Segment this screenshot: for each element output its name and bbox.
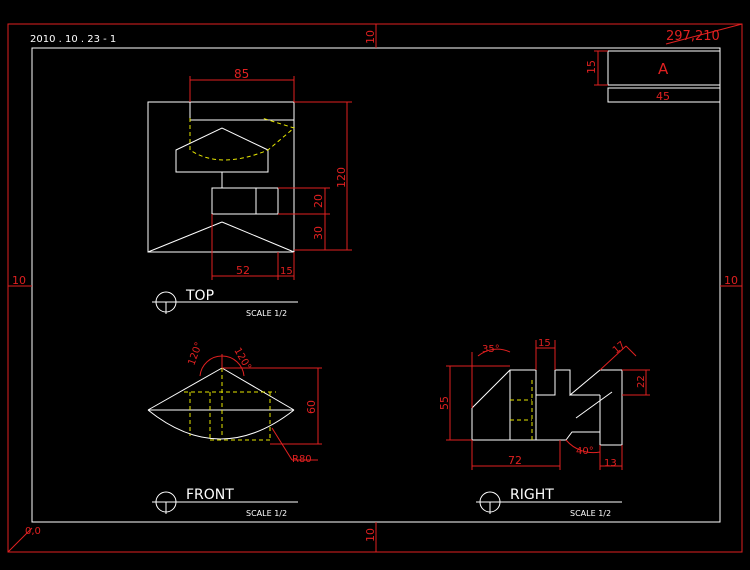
origin-label: 0,0 xyxy=(25,526,41,537)
right-view: 35° 15 17 55 22 72 xyxy=(438,338,650,518)
right-dim-40deg: 40° xyxy=(565,439,601,457)
top-view-title: TOP xyxy=(185,288,214,304)
front-angle-left: 120° xyxy=(186,341,205,367)
top-view-scale: SCALE 1/2 xyxy=(246,309,287,318)
top-dim-120: 120 xyxy=(294,101,352,251)
svg-text:13: 13 xyxy=(604,458,617,469)
top-dim-30: 30 xyxy=(312,214,326,250)
title-block-width-dim: 45 xyxy=(607,87,721,103)
right-dim-13: 13 xyxy=(599,445,623,470)
outer-sheet-border xyxy=(7,23,743,553)
title-block-box xyxy=(607,50,721,86)
svg-text:R80: R80 xyxy=(292,454,312,465)
svg-text:10: 10 xyxy=(364,528,377,542)
right-dim-72: 72 xyxy=(471,440,561,470)
front-view: 120° 120° 60 R80 FRONT SCALE 1/2 xyxy=(147,341,322,518)
date-stamp: 2010 . 10 . 23 - 1 xyxy=(30,34,116,45)
svg-text:10: 10 xyxy=(364,30,377,44)
svg-text:40°: 40° xyxy=(576,446,594,457)
top-dim-20: 20 xyxy=(278,187,330,215)
top-dim-52: 52 xyxy=(211,214,279,280)
sheet-size-leader xyxy=(665,23,743,45)
right-view-scale: SCALE 1/2 xyxy=(570,509,611,518)
top-view-prism xyxy=(175,127,269,173)
svg-text:45: 45 xyxy=(656,90,670,103)
svg-text:52: 52 xyxy=(236,264,250,277)
margin-dim-bottom: 10 xyxy=(364,522,377,552)
top-dim-15: 15 xyxy=(278,252,295,280)
front-dim-r80: R80 xyxy=(271,427,318,465)
top-view-title-symbol xyxy=(152,291,180,314)
svg-text:10: 10 xyxy=(12,274,26,287)
front-view-title-symbol xyxy=(152,491,180,514)
svg-text:60: 60 xyxy=(305,400,318,414)
right-dim-15: 15 xyxy=(535,338,556,370)
top-view-cap xyxy=(189,101,295,121)
right-view-title-symbol xyxy=(476,491,504,514)
svg-text:35°: 35° xyxy=(482,344,500,355)
right-dim-35deg: 35° xyxy=(471,344,511,408)
front-view-title: FRONT xyxy=(186,487,234,503)
inner-drawing-border xyxy=(31,47,721,523)
front-view-scale: SCALE 1/2 xyxy=(246,509,287,518)
top-view-outline xyxy=(147,101,295,253)
right-dim-17: 17 xyxy=(599,340,637,371)
svg-text:72: 72 xyxy=(508,454,522,467)
margin-dim-top: 10 xyxy=(364,24,377,48)
svg-text:15: 15 xyxy=(538,338,551,349)
right-dim-22: 22 xyxy=(622,369,650,396)
top-view-block xyxy=(211,187,279,215)
svg-text:15: 15 xyxy=(280,266,293,277)
right-dim-55: 55 xyxy=(438,365,510,441)
svg-text:22: 22 xyxy=(636,375,647,388)
svg-text:15: 15 xyxy=(585,60,598,74)
margin-dim-right: 10 xyxy=(720,274,742,287)
title-block-height-dim: 15 xyxy=(585,50,608,86)
svg-text:30: 30 xyxy=(312,226,325,240)
right-view-title: RIGHT xyxy=(510,487,554,503)
svg-text:120: 120 xyxy=(335,167,348,188)
top-dim-85: 85 xyxy=(189,67,295,102)
title-block-label: A xyxy=(658,60,669,78)
front-angle-arc-right xyxy=(221,355,245,377)
front-dim-60: 60 xyxy=(222,367,322,445)
svg-text:10: 10 xyxy=(724,274,738,287)
top-view-hidden-lines xyxy=(189,117,296,161)
origin-leader xyxy=(7,527,33,553)
front-angle-arc-left xyxy=(199,355,223,377)
margin-dim-left: 10 xyxy=(8,274,32,287)
svg-text:55: 55 xyxy=(438,396,451,410)
svg-text:20: 20 xyxy=(312,194,325,208)
svg-text:85: 85 xyxy=(234,67,249,81)
top-view: 85 120 20 30 52 15 xyxy=(147,67,352,318)
svg-text:17: 17 xyxy=(611,340,628,357)
